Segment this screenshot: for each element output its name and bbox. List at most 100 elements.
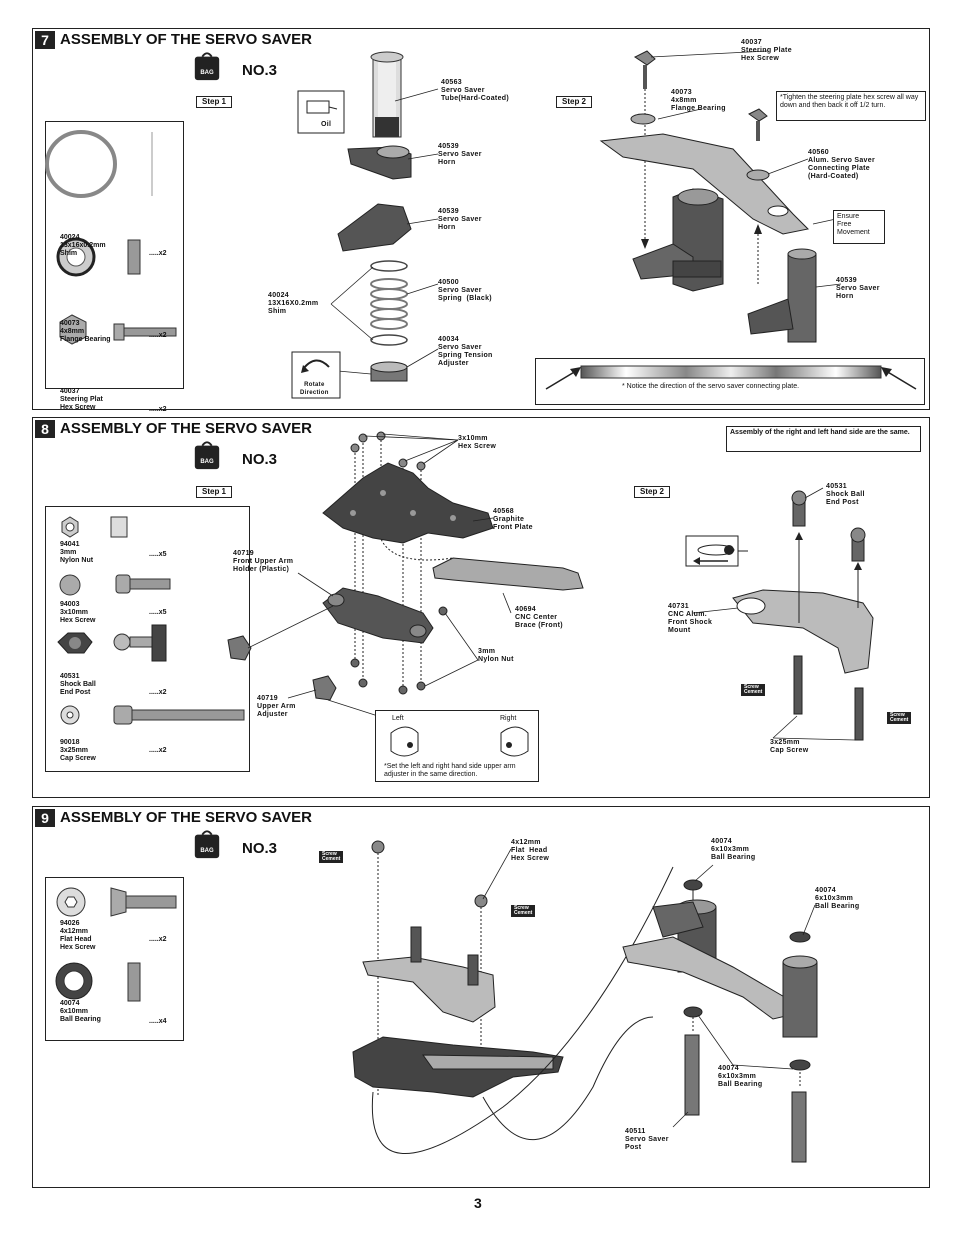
part-label: 40024 13x16x0.2mm Shim <box>60 234 106 257</box>
label-flat-head-screw: 4x12mm Flat Head Hex Screw <box>511 839 550 862</box>
part-qty: .....x2 <box>149 689 167 696</box>
connecting-plate <box>599 133 810 235</box>
label-upper-arm-adjuster: 40719 Upper Arm Adjuster <box>257 695 296 718</box>
part-qty: .....x2 <box>149 332 167 339</box>
left-right-note: *Set the left and right hand side upper … <box>384 763 516 778</box>
parts-illustrations <box>57 516 245 725</box>
step-1-label: Step 1 <box>196 486 233 498</box>
bag-label: BAG <box>200 459 214 465</box>
section-8: 8 ASSEMBLY OF THE SERVO SAVER BAG NO.3 S… <box>32 417 930 798</box>
direction-panel: * Notice the direction of the servo save… <box>535 358 925 405</box>
step-2-exploded-drawing <box>599 50 842 343</box>
ball-bearing <box>789 1059 811 1071</box>
label-servo-saver-tube: 40563 Servo Saver Tube(Hard-Coated) <box>441 79 509 102</box>
hex-screw-icon <box>59 574 81 596</box>
part-qty: .....x2 <box>149 936 167 943</box>
part-label: 94003 3x10mm Hex Screw <box>60 601 96 624</box>
section-title: ASSEMBLY OF THE SERVO SAVER <box>60 420 313 437</box>
right-adjuster-icon <box>500 726 529 757</box>
part-label: 40037 Steering Plat Hex Screw <box>60 388 103 411</box>
part-label: 40531 Shock Ball End Post <box>60 673 96 696</box>
bag-number: NO.3 <box>242 62 278 79</box>
cap-screw <box>793 655 803 715</box>
screw-cement-badge: Screw Cement <box>511 905 536 917</box>
part-qty: .....x5 <box>149 551 167 558</box>
graphite-front-plate <box>322 462 494 544</box>
section-title: ASSEMBLY OF THE SERVO SAVER <box>60 809 313 826</box>
cnc-center-brace <box>432 557 584 591</box>
label-hex-screw: 3x10mm Hex Screw <box>458 435 497 450</box>
label-servo-saver-horn-2: 40539 Servo Saver Horn <box>438 208 482 231</box>
label-tension-adjuster: 40034 Servo Saver Spring Tension Adjuste… <box>438 336 493 367</box>
bag-icon <box>194 830 220 859</box>
label-servo-saver-spring: 40500 Servo Saver Spring (Black) <box>438 279 492 302</box>
rotate-direction-label: Rotate Direction <box>300 382 329 396</box>
right-label: Right <box>500 715 517 722</box>
servo-saver-horn-3 <box>787 253 817 343</box>
label-steering-plate-screw: 40037 Steering Plate Hex Screw <box>741 39 792 62</box>
hex-screw-icon <box>59 314 87 345</box>
tighten-note: *Tighten the steering plate hex screw al… <box>776 91 926 121</box>
section-number: 9 <box>35 809 55 827</box>
bag-icon <box>194 441 220 470</box>
bag-label: BAG <box>200 848 214 854</box>
label-flange-bearing: 40073 4x8mm Flange Bearing <box>671 89 726 112</box>
servo-saver-post <box>791 1091 807 1163</box>
label-servo-saver-post: 40511 Servo Saver Post <box>625 1128 669 1151</box>
label-servo-saver-horn-1: 40539 Servo Saver Horn <box>438 143 482 166</box>
ball-bearing <box>683 1006 703 1018</box>
section-title: ASSEMBLY OF THE SERVO SAVER <box>60 31 313 48</box>
bag-number: NO.3 <box>242 451 278 468</box>
label-nylon-nut: 3mm Nylon Nut <box>478 648 514 663</box>
left-right-panel: Left Right *Set the left and right hand … <box>375 710 539 782</box>
oil-label: Oil <box>321 121 332 128</box>
part-label: 94026 4x12mm Flat Head Hex Screw <box>60 920 96 951</box>
label-front-upper-arm-holder: 40719 Front Upper Arm Holder (Plastic) <box>233 550 294 573</box>
bag-label: BAG <box>200 70 214 76</box>
label-ball-bearing-1: 40074 6x10x3mm Ball Bearing <box>711 838 756 861</box>
ensure-free-movement-note: Ensure Free Movement <box>833 210 885 244</box>
section-number: 8 <box>35 420 55 438</box>
part-qty: .....x4 <box>149 1018 167 1025</box>
step-2-label: Step 2 <box>556 96 593 108</box>
label-shim: 40024 13X16X0.2mm Shim <box>268 292 319 315</box>
section-number: 7 <box>35 31 55 49</box>
connecting-plate-side-view <box>580 365 882 379</box>
step-2-drawing <box>685 487 874 741</box>
bag-icon <box>194 52 220 81</box>
label-shock-ball-end-post: 40531 Shock Ball End Post <box>826 483 865 506</box>
same-assembly-note: Assembly of the right and left hand side… <box>726 426 921 452</box>
label-cap-screw: 3x25mm Cap Screw <box>770 739 809 754</box>
label-graphite-front-plate: 40568 Graphite Front Plate <box>493 508 533 531</box>
flat-head-screw <box>371 840 385 854</box>
ball-bearing <box>789 931 811 943</box>
shim-ring <box>370 334 408 346</box>
section-9: 9 ASSEMBLY OF THE SERVO SAVER BAG NO.3 9… <box>32 806 930 1188</box>
shim-ring <box>370 260 408 272</box>
left-label: Left <box>392 715 404 722</box>
label-ball-bearing-3: 40074 6x10x3mm Ball Bearing <box>718 1065 763 1088</box>
section-7: 7 ASSEMBLY OF THE SERVO SAVER BAG NO.3 S… <box>32 28 930 413</box>
step-1-exploded-drawing <box>291 50 842 399</box>
part-qty: .....x2 <box>149 250 167 257</box>
label-connecting-plate: 40560 Alum. Servo Saver Connecting Plate… <box>808 149 875 180</box>
parts-panel: 40024 13x16x0.2mm Shim .....x2 40073 4x8… <box>45 121 184 413</box>
step-1-label: Step 1 <box>196 96 233 108</box>
servo-saver-horn-2 <box>337 203 412 252</box>
part-label: 40073 4x8mm Flange Bearing <box>60 320 111 343</box>
servo-saver-post <box>684 1034 700 1116</box>
part-qty: .....x5 <box>149 609 167 616</box>
shim-icon <box>45 130 117 198</box>
servo-saver-tube <box>782 961 818 1038</box>
shock-mount <box>362 956 496 1023</box>
label-ball-bearing-2: 40074 6x10x3mm Ball Bearing <box>815 887 860 910</box>
upper-arm-adjuster-left <box>227 635 252 661</box>
label-servo-saver-horn-3: 40539 Servo Saver Horn <box>836 277 880 300</box>
part-qty: .....x2 <box>149 747 167 754</box>
step-1-exploded-drawing <box>227 431 874 741</box>
label-cnc-front-shock-mount: 40731 CNC Alum. Front Shock Mount <box>668 603 713 634</box>
screw-cement-badge: Screw Cement <box>319 851 344 863</box>
cnc-front-shock-mount <box>732 589 874 674</box>
upper-arm-adjuster-right <box>312 675 337 701</box>
front-upper-arm-holder <box>322 587 434 644</box>
